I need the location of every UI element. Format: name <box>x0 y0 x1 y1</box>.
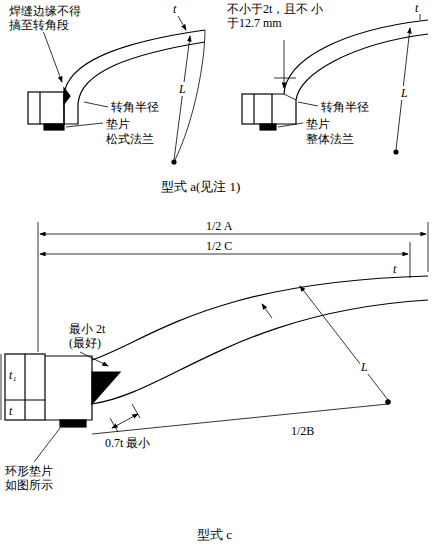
part-label: 环形垫片 如图所示 <box>4 464 56 492</box>
part-label: 垫片 <box>305 117 331 131</box>
figure-caption: 型式 c <box>196 528 233 542</box>
dimension-label: t <box>392 262 397 276</box>
dimension-label: L <box>400 86 409 100</box>
part-label: 整体法兰 <box>305 132 355 146</box>
part-label: 转角半径 <box>110 100 160 114</box>
part-label: 松式法兰 <box>105 132 155 146</box>
dimension-label: L <box>360 360 369 374</box>
dimension-label: L <box>178 82 187 96</box>
dimension-note: 0.7t 最小 <box>104 436 151 450</box>
note-text: 焊缝边缘不得 搞至转角段 <box>8 4 92 32</box>
dimension-label: t₁ <box>8 368 18 382</box>
dimension-label: t <box>8 404 13 418</box>
dimension-label: t <box>414 1 419 15</box>
figure-caption: 型式 a(见注 1) <box>160 180 241 194</box>
dimension-label: 1/2B <box>290 424 315 438</box>
dimension-note: 最小 2t (最好) <box>68 322 114 350</box>
dimension-note: 不小于2t，且不 小于12.7 mm <box>226 2 328 30</box>
part-label: 垫片 <box>105 117 131 131</box>
dimension-label: 1/2 A <box>205 219 233 233</box>
dimension-label: 1/2 C <box>205 239 233 253</box>
dimension-label: t <box>172 2 177 16</box>
part-label: 转角半径 <box>320 100 370 114</box>
